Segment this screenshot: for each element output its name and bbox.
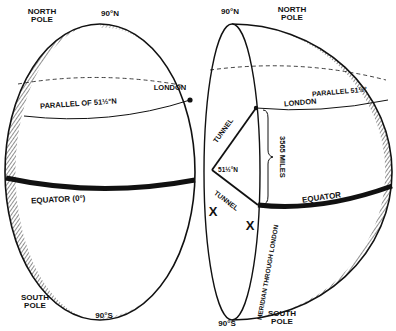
globe-label: 90°N <box>101 10 119 18</box>
globe-label: 51½°N <box>217 167 239 174</box>
globe-label: SOUTH POLE <box>18 294 52 311</box>
globe-label: 3565 MILES <box>278 136 286 178</box>
globe-label: NORTH POLE <box>25 8 59 25</box>
globe-label: LONDON <box>154 84 187 92</box>
globe-label: 90°S <box>95 312 112 320</box>
globe-label: 90°S <box>218 320 235 328</box>
globe-label: 90°N <box>221 8 239 16</box>
globe-label: X <box>209 205 218 219</box>
globe-label: NORTH POLE <box>275 6 309 23</box>
globe-label: X <box>246 219 255 233</box>
globe-label: SOUTH POLE <box>265 310 299 327</box>
